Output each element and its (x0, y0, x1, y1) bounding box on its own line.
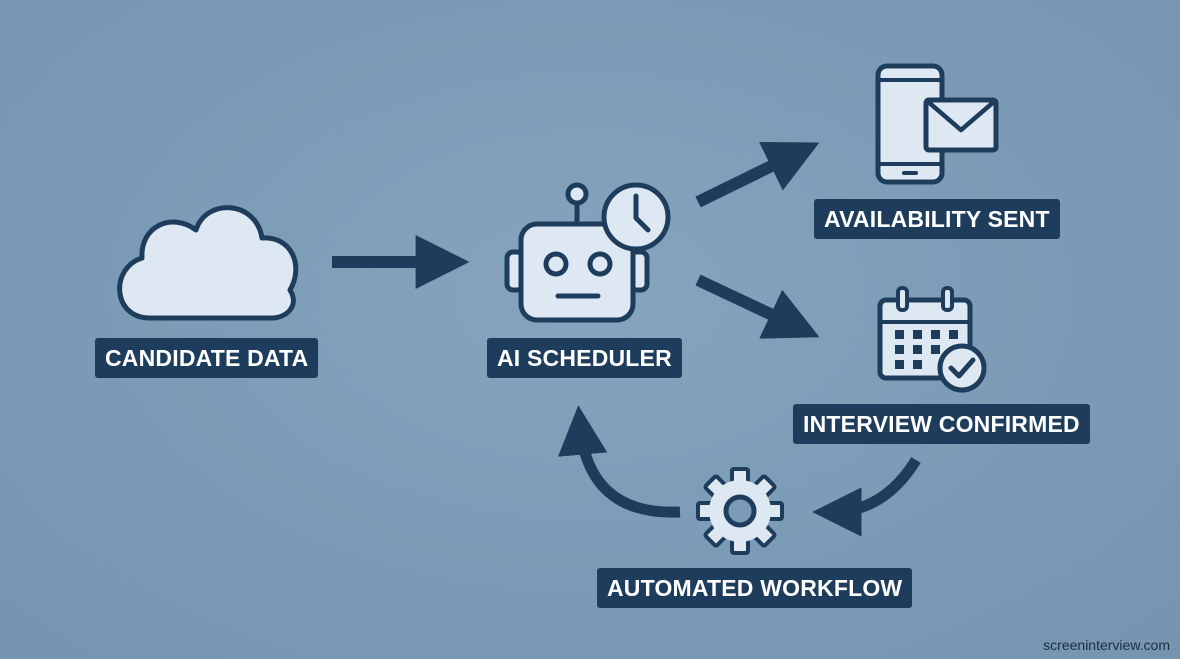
arrow-interview-to-workflow (812, 457, 921, 537)
gear-icon (696, 467, 784, 555)
phone-mail-icon (875, 63, 999, 185)
arrow-scheduler-to-interview (695, 274, 820, 339)
watermark: screeninterview.com (1043, 637, 1170, 653)
ai-scheduler-label: AI SCHEDULER (487, 338, 682, 378)
candidate-data-label: CANDIDATE DATA (95, 338, 319, 378)
calendar-check-icon (877, 286, 987, 393)
robot-clock-icon (504, 182, 671, 323)
interview-confirmed-label: INTERVIEW CONFIRMED (793, 404, 1090, 444)
arrow-scheduler-to-availability (695, 142, 820, 208)
automated-workflow-label: AUTOMATED WORKFLOW (597, 568, 913, 608)
cloud-icon (117, 205, 299, 321)
availability-sent-label: AVAILABILITY SENT (814, 199, 1060, 239)
arrow-workflow-to-scheduler (557, 405, 681, 518)
